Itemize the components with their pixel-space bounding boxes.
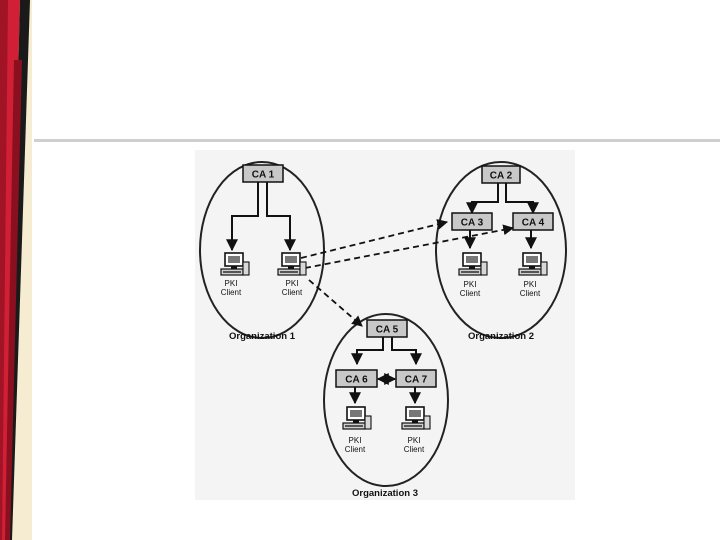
pki-diagram-figure: Organization 1 Organization 2 Organizati… [195, 150, 575, 500]
ca-5-box: CA 5 [366, 319, 408, 338]
ca-4-label: CA 4 [522, 218, 545, 229]
computer-icon [401, 406, 431, 430]
client-label-line2: Client [221, 288, 242, 297]
ca5-to-ca6-connector [351, 337, 384, 366]
ca-2-label: CA 2 [490, 171, 513, 182]
client-label-line1: PKI [225, 279, 238, 288]
organization-3-boundary [323, 313, 449, 487]
side-ribbon-decoration [0, 0, 32, 540]
computer-icon [220, 252, 250, 276]
pki-diagram: Organization 1 Organization 2 Organizati… [199, 161, 567, 499]
computer-icon [342, 406, 372, 430]
ca-6-box: CA 6 [335, 369, 378, 388]
client-label-line1: PKI [464, 280, 477, 289]
client-label-line2: Client [282, 288, 303, 297]
org1-client-left: PKI Client [220, 252, 250, 297]
org1-client-right: PKI Client [277, 252, 307, 297]
ca-4-box: CA 4 [512, 212, 554, 231]
ca-7-label: CA 7 [405, 375, 428, 386]
organization-2-label: Organization 2 [468, 331, 534, 342]
client-label-line2: Client [404, 445, 425, 454]
client-label-line1: PKI [286, 279, 299, 288]
ca-3-box: CA 3 [451, 212, 493, 231]
ca1-to-client-left-connector [226, 182, 259, 252]
ca-3-label: CA 3 [461, 218, 484, 229]
client-label-line1: PKI [349, 436, 362, 445]
ca-7-box: CA 7 [395, 369, 437, 388]
ca1-to-client-right-connector [266, 182, 296, 252]
organization-1-boundary [199, 161, 325, 339]
client-to-ca4-trust-link [304, 224, 515, 269]
client-label-line2: Client [345, 445, 366, 454]
ca-1-box: CA 1 [242, 164, 284, 183]
organization-3-label: Organization 3 [352, 488, 418, 499]
organization-1-label: Organization 1 [229, 331, 296, 342]
organization-2-boundary [435, 161, 567, 339]
client-to-ca5-trust-link [308, 279, 363, 327]
computer-icon [458, 252, 488, 276]
org2-client-right: PKI Client [518, 252, 548, 298]
title-divider [34, 139, 720, 142]
computer-icon [277, 252, 307, 276]
ca-2-box: CA 2 [481, 165, 521, 184]
ca5-to-ca7-connector [391, 337, 422, 366]
ca-6-label: CA 6 [345, 375, 368, 386]
computer-icon [518, 252, 548, 276]
client-label-line2: Client [460, 289, 481, 298]
client-to-ca3-trust-link [300, 219, 449, 259]
ca2-to-ca3-connector [466, 183, 499, 215]
ca2-to-ca4-connector [505, 183, 539, 215]
org3-client-right: PKI Client [401, 406, 431, 454]
client-label-line2: Client [520, 289, 541, 298]
org3-client-left: PKI Client [342, 406, 372, 454]
client-label-line1: PKI [524, 280, 537, 289]
ca-1-label: CA 1 [252, 170, 275, 181]
ca-5-label: CA 5 [376, 325, 399, 336]
org2-client-left: PKI Client [458, 252, 488, 298]
client-label-line1: PKI [408, 436, 421, 445]
